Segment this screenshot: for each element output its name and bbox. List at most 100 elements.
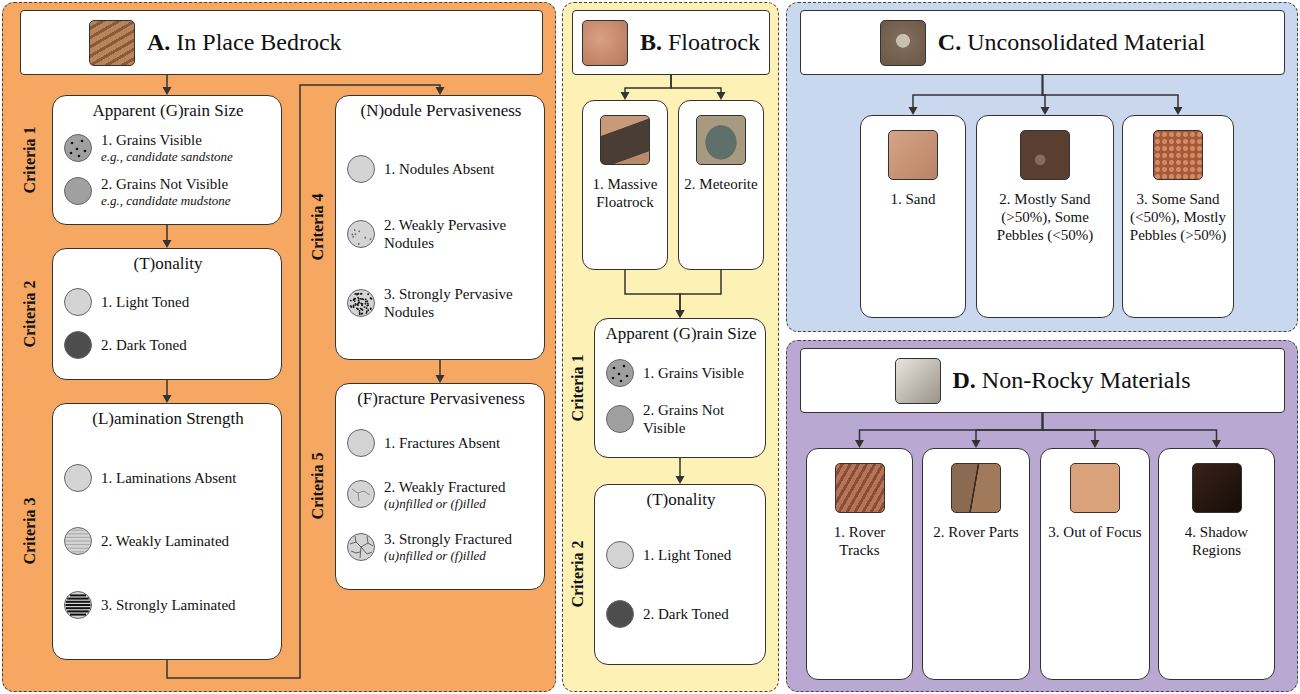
- nodule-dot: [361, 312, 363, 314]
- class-option-box: 2. Mostly Sand (>50%), Some Pebbles (<50…: [976, 115, 1114, 318]
- option-text: 2. Grains Not Visible: [643, 401, 757, 437]
- class-option-box: 3. Out of Focus: [1040, 448, 1150, 680]
- option-label: 1. Light Toned: [101, 293, 273, 311]
- flow-connector: [625, 270, 685, 318]
- option-label: 3. Some Sand (<50%), Mostly Pebbles (>50…: [1128, 190, 1228, 244]
- option-label: 1. Fractures Absent: [384, 434, 536, 452]
- nodule-dot: [354, 300, 356, 302]
- nodule-dot: [361, 292, 363, 294]
- criteria-box: Apparent (G)rain Size1. Grains Visible2.…: [594, 318, 766, 458]
- criterion-symbol: [346, 154, 376, 184]
- nodule-dot: [352, 236, 354, 238]
- nodule-dot: [355, 304, 357, 306]
- criteria-box: (N)odule Pervasiveness1. Nodules Absent2…: [335, 95, 545, 360]
- option-label: 2. Mostly Sand (>50%), Some Pebbles (<50…: [982, 190, 1108, 244]
- option-text: 2. Dark Toned: [643, 605, 757, 623]
- rock-photo-icon: [888, 130, 938, 180]
- option-row: 1. Nodules Absent: [346, 154, 536, 184]
- option-label: 2. Grains Not Visible: [643, 401, 757, 437]
- symbol-disc: [348, 155, 375, 182]
- class-header-box: C.Unconsolidated Material: [800, 10, 1285, 75]
- lamination-line: [66, 544, 90, 545]
- criteria-number: Criteria 2: [21, 280, 39, 347]
- nodule-dot: [362, 309, 364, 311]
- connector-line: [913, 75, 1043, 107]
- option-row: 1. Light Toned: [63, 287, 273, 317]
- criteria-number: Criteria 5: [309, 452, 327, 519]
- option-text: 1. Grains Visiblee.g., candidate sandsto…: [101, 131, 273, 165]
- lamination-line: [66, 537, 90, 538]
- option-list: 1. Nodules Absent 2. Weakly Pervasive Nod…: [346, 121, 536, 353]
- rock-photo-icon: [1020, 130, 1070, 180]
- class-header-box: D.Non-Rocky Materials: [800, 348, 1285, 413]
- class-option-box: 2. Meteorite: [678, 100, 764, 270]
- flow-connector: [676, 270, 722, 318]
- criterion-symbol: [346, 479, 376, 509]
- nodule-dot: [367, 304, 369, 306]
- lamination-line: [68, 533, 88, 534]
- lamination-line: [66, 600, 90, 602]
- arrow-head: [1212, 440, 1221, 448]
- option-row: 2. Grains Not Visible: [605, 401, 757, 437]
- nodule-dot: [353, 305, 355, 307]
- nodule-dot: [370, 307, 372, 309]
- nodule-dot: [353, 304, 355, 306]
- option-note: e.g., candidate sandstone: [101, 149, 273, 165]
- nodule-dot: [352, 234, 354, 236]
- option-row: 2. Dark Toned: [63, 330, 273, 360]
- option-text: 2. Weakly Laminated: [101, 532, 273, 550]
- option-row: 2. Weakly Pervasive Nodules: [346, 216, 536, 252]
- lamination-line: [70, 594, 86, 596]
- nodule-dot: [355, 233, 357, 235]
- option-text: 1. Fractures Absent: [384, 434, 536, 452]
- criteria-number: Criteria 1: [21, 126, 39, 193]
- nodule-dot: [360, 292, 362, 294]
- option-list: 1. Grains Visible 2. Grains Not Visible: [605, 344, 757, 451]
- symbol-disc: [348, 221, 375, 248]
- criteria-title: Apparent (G)rain Size: [63, 101, 273, 121]
- nodule-dot: [367, 309, 369, 311]
- criteria-box: (L)amination Strength1. Laminations Abse…: [52, 403, 282, 660]
- option-label: 2. Weakly Laminated: [101, 532, 273, 550]
- criterion-symbol: [63, 176, 93, 206]
- option-text: 1. Light Toned: [643, 546, 757, 564]
- connector-line: [625, 75, 671, 92]
- nodule-dot: [361, 312, 363, 314]
- nodule-dot: [367, 293, 369, 295]
- option-row: 2. Grains Not Visiblee.g., candidate mud…: [63, 175, 273, 209]
- lamination-line: [67, 610, 88, 612]
- criterion-symbol: [605, 599, 635, 629]
- option-text: 1. Light Toned: [101, 293, 273, 311]
- option-row: 2. Dark Toned: [605, 599, 757, 629]
- criterion-symbol: [346, 288, 376, 318]
- arrow-head: [676, 476, 685, 484]
- option-row: 1. Grains Visible: [605, 358, 757, 388]
- symbol-disc: [607, 541, 634, 568]
- option-list: 1. Light Toned 2. Dark Toned: [63, 274, 273, 373]
- arrow-head: [163, 87, 172, 95]
- option-label: 2. Dark Toned: [643, 605, 757, 623]
- arrow-head: [436, 87, 445, 95]
- class-heading: Non-Rocky Materials: [982, 367, 1191, 394]
- nodule-dot: [354, 297, 356, 299]
- nodule-dot: [354, 229, 356, 231]
- option-text: 2. Dark Toned: [101, 336, 273, 354]
- option-label: 1. Light Toned: [643, 546, 757, 564]
- nodule-dot: [364, 306, 366, 308]
- nodule-dot: [361, 308, 363, 310]
- arrow-head: [163, 395, 172, 403]
- option-row: 1. Fractures Absent: [346, 428, 536, 458]
- nodule-dot: [357, 308, 359, 310]
- class-heading: Unconsolidated Material: [967, 29, 1205, 56]
- connector-line: [860, 413, 1043, 440]
- option-row: 1. Grains Visiblee.g., candidate sandsto…: [63, 131, 273, 165]
- nodule-dot: [370, 308, 372, 310]
- flow-connector: [1043, 413, 1222, 448]
- connector-line: [166, 380, 168, 395]
- connector-line: [166, 225, 168, 240]
- option-text: 2. Weakly Fractured(u)nfilled or (f)ille…: [384, 478, 536, 512]
- flow-connector: [163, 75, 172, 95]
- criteria-box: (T)onality1. Light Toned2. Dark Toned: [52, 248, 282, 380]
- nodule-dot: [358, 231, 360, 233]
